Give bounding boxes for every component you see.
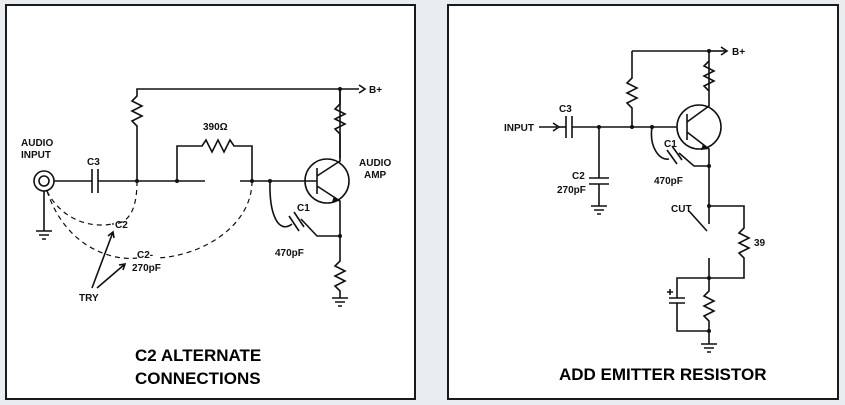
- collector-resistor: [702, 60, 716, 92]
- try-label: TRY: [79, 293, 99, 304]
- audio-input-jack-inner: [38, 175, 50, 187]
- left-caption-line1: C2 ALTERNATE: [135, 346, 261, 365]
- capacitor-c3: [91, 169, 99, 193]
- c1-label: C1: [664, 139, 677, 150]
- c2-label: C2: [115, 220, 128, 231]
- try-arrow-1: [91, 230, 115, 289]
- capacitor-c1: [666, 145, 683, 165]
- bypass-plus: [667, 289, 673, 295]
- capacitor-c2: [589, 127, 609, 215]
- audio-input-jack-outer: [33, 170, 55, 192]
- c2-alt-label: C2-: [137, 250, 153, 261]
- transistor-leads: [686, 51, 710, 206]
- resistor-39: [709, 205, 751, 279]
- left-caption-line2: CONNECTIONS: [135, 369, 261, 388]
- junction-bplus: [338, 87, 342, 91]
- bias-resistor: [625, 51, 639, 127]
- emitter-arrow: [701, 144, 709, 150]
- junction-bottom: [707, 329, 711, 333]
- input-arrow: [539, 122, 561, 132]
- audio-amp-transistor: [304, 158, 350, 204]
- capacitor-c1: [288, 211, 305, 232]
- try-arrow-2: [96, 262, 127, 289]
- c2-dashed-path-1: [46, 190, 113, 226]
- emitter-arrow: [332, 196, 340, 202]
- audio-amp-label-1: AUDIO: [359, 158, 391, 169]
- b-plus-label: B+: [732, 47, 745, 58]
- c1-wire-b: [300, 218, 340, 237]
- audio-input-label-2: INPUT: [21, 150, 51, 161]
- c1-label: C1: [297, 203, 310, 214]
- audio-input-label-1: AUDIO: [21, 138, 53, 149]
- right-schematic-panel: B+ INPUT C3 C2 270pF C1 470pF 3: [447, 4, 839, 400]
- r39-label: 39: [754, 238, 766, 249]
- cut-pointer: [688, 210, 708, 232]
- r390-label: 390Ω: [203, 122, 228, 133]
- audio-amp-label-2: AMP: [364, 170, 387, 181]
- emitter-resistor: [701, 278, 717, 353]
- c3-label: C3: [87, 157, 100, 168]
- c2-dashed-path-1b: [111, 180, 138, 225]
- b-plus-label: B+: [369, 85, 382, 96]
- resistor-390: [176, 138, 253, 181]
- c1-wire-a: [269, 180, 293, 228]
- junction-c1-emitter: [707, 164, 711, 168]
- right-schematic: B+ INPUT C3 C2 270pF C1 470pF 3: [504, 46, 766, 384]
- c2-value-label: 270pF: [557, 185, 586, 196]
- input-ground: [36, 191, 52, 240]
- capacitor-c3: [565, 116, 573, 138]
- emitter-resistor: [332, 236, 348, 307]
- input-label: INPUT: [504, 123, 534, 134]
- collector-resistor: [333, 89, 347, 158]
- c1-wire-b: [678, 152, 709, 167]
- c2-dashed-path-2b: [156, 180, 253, 259]
- b-plus-arrow: [340, 84, 367, 94]
- left-schematic: AUDIO INPUT C3 390Ω AUDIO AMP B+ C1: [21, 84, 391, 388]
- right-caption: ADD EMITTER RESISTOR: [559, 365, 766, 384]
- transistor-leads: [316, 89, 341, 236]
- c1-value-label: 470pF: [275, 248, 304, 259]
- c2-dashed-path-2: [46, 190, 138, 260]
- c2-value-label: 270pF: [132, 263, 161, 274]
- left-schematic-panel: AUDIO INPUT C3 390Ω AUDIO AMP B+ C1: [5, 4, 416, 400]
- bias-resistor: [130, 88, 340, 181]
- c1-value-label: 470pF: [654, 176, 683, 187]
- c1-wire-a: [650, 126, 670, 160]
- bypass-capacitor: [669, 277, 709, 332]
- c3-label: C3: [559, 104, 572, 115]
- c2-label: C2: [572, 171, 585, 182]
- cut-label: CUT: [671, 204, 692, 215]
- transistor: [676, 104, 722, 150]
